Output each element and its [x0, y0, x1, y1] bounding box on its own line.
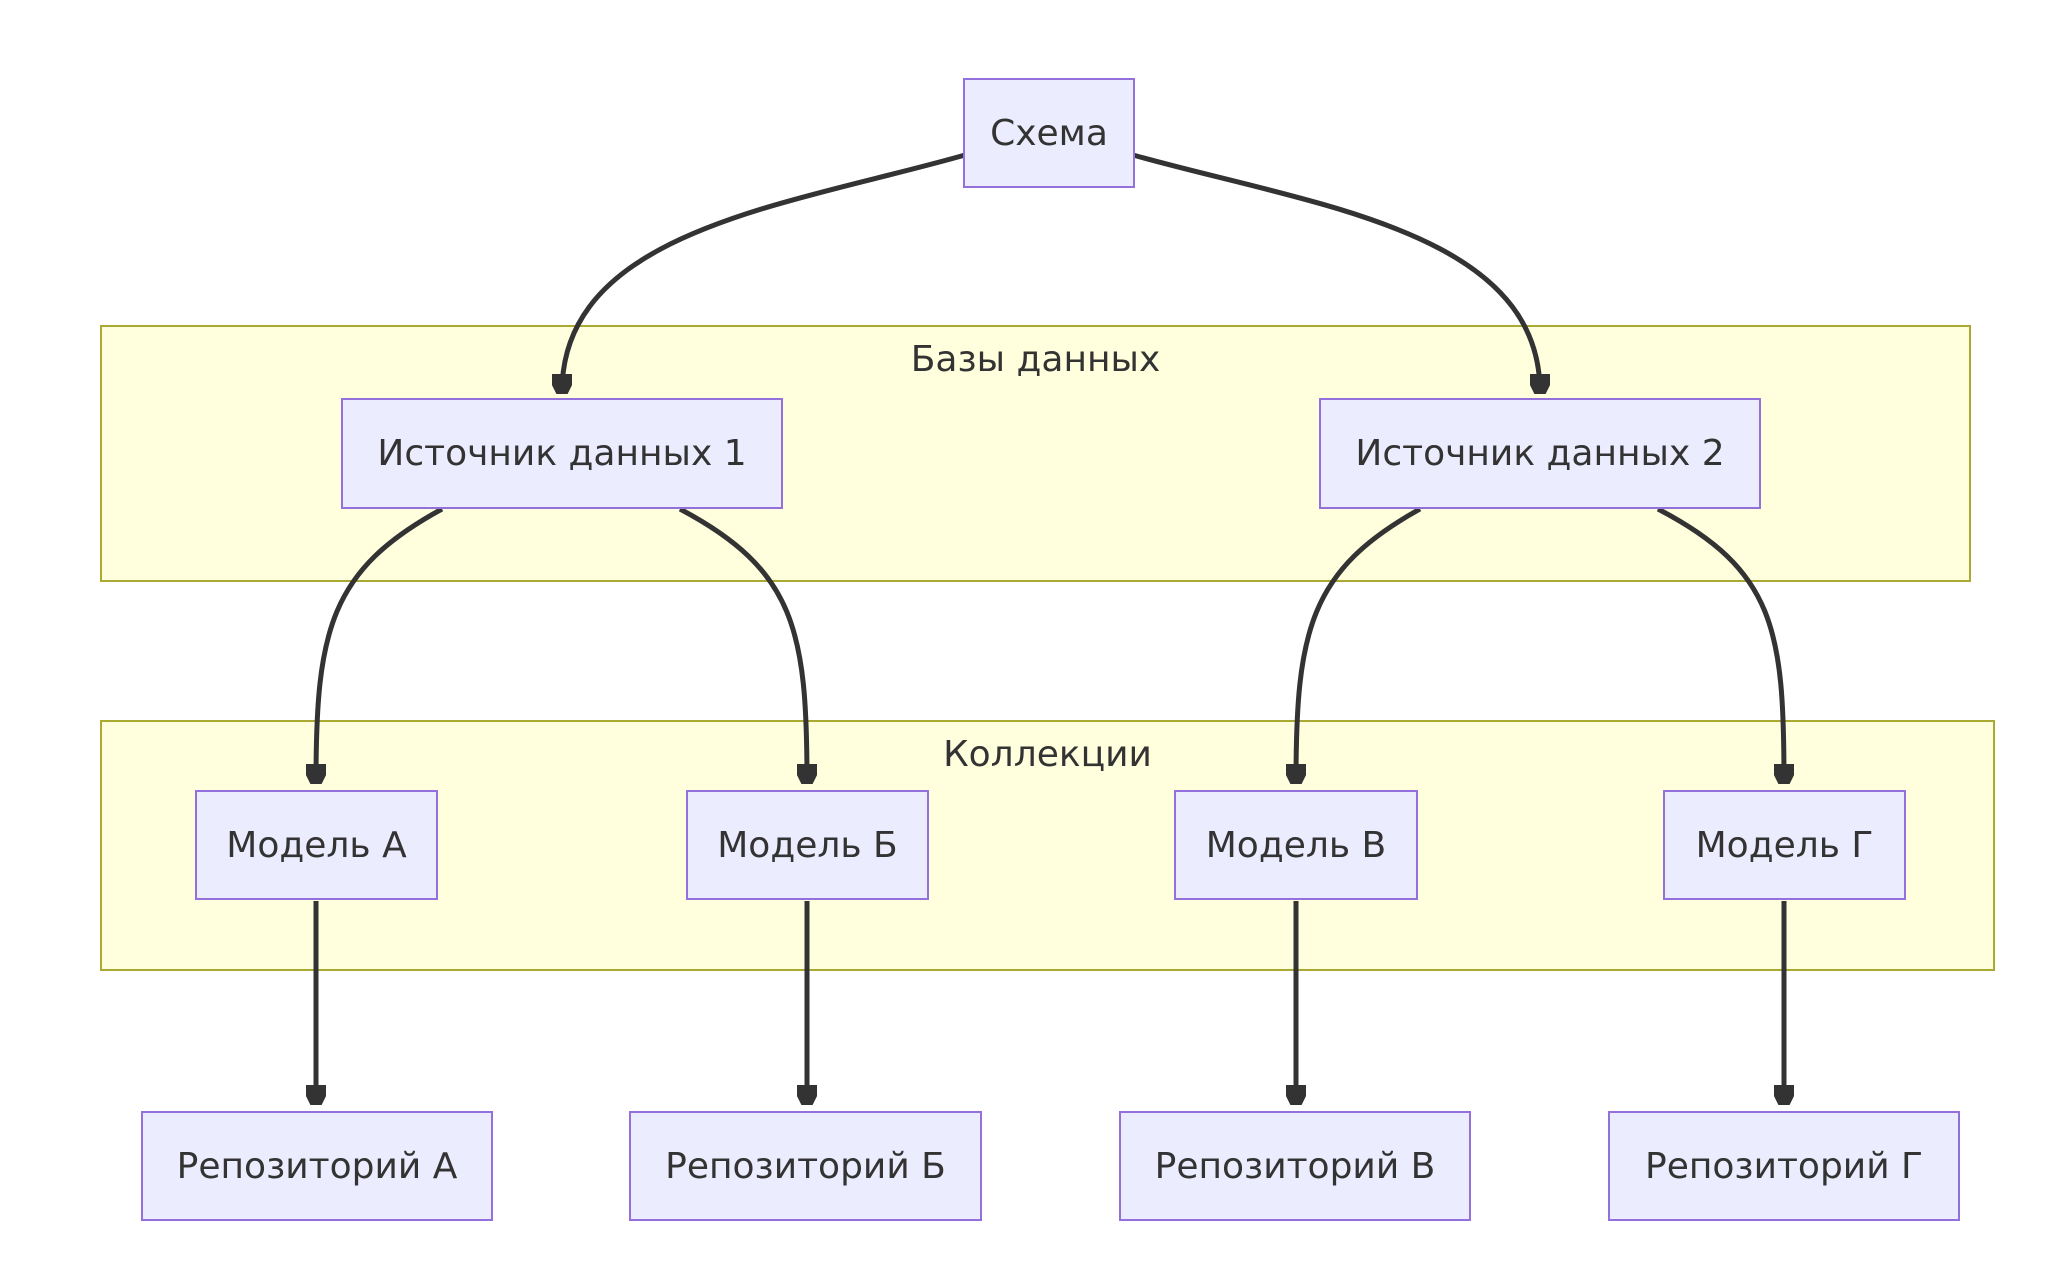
node-model-a: Модель А — [195, 790, 438, 900]
node-datasource-2: Источник данных 2 — [1319, 398, 1761, 509]
edge-ds1-modelB — [678, 506, 807, 782]
edge-schema-ds2 — [1132, 152, 1540, 392]
node-datasource-1: Источник данных 1 — [341, 398, 783, 509]
edge-ds2-modelD — [1656, 506, 1784, 782]
node-repository-v: Репозиторий В — [1119, 1111, 1471, 1221]
node-repository-a: Репозиторий А — [141, 1111, 493, 1221]
edge-ds1-modelA — [316, 506, 444, 782]
cluster-collections-title: Коллекции — [943, 734, 1152, 775]
node-model-v: Модель В — [1174, 790, 1418, 900]
node-model-g: Модель Г — [1663, 790, 1906, 900]
node-repository-b: Репозиторий Б — [629, 1111, 982, 1221]
cluster-databases-title: Базы данных — [910, 339, 1161, 380]
node-schema: Схема — [963, 78, 1135, 188]
edge-schema-ds1 — [562, 152, 966, 392]
edge-ds2-modelC — [1296, 506, 1422, 782]
node-model-b: Модель Б — [686, 790, 929, 900]
node-repository-g: Репозиторий Г — [1608, 1111, 1960, 1221]
